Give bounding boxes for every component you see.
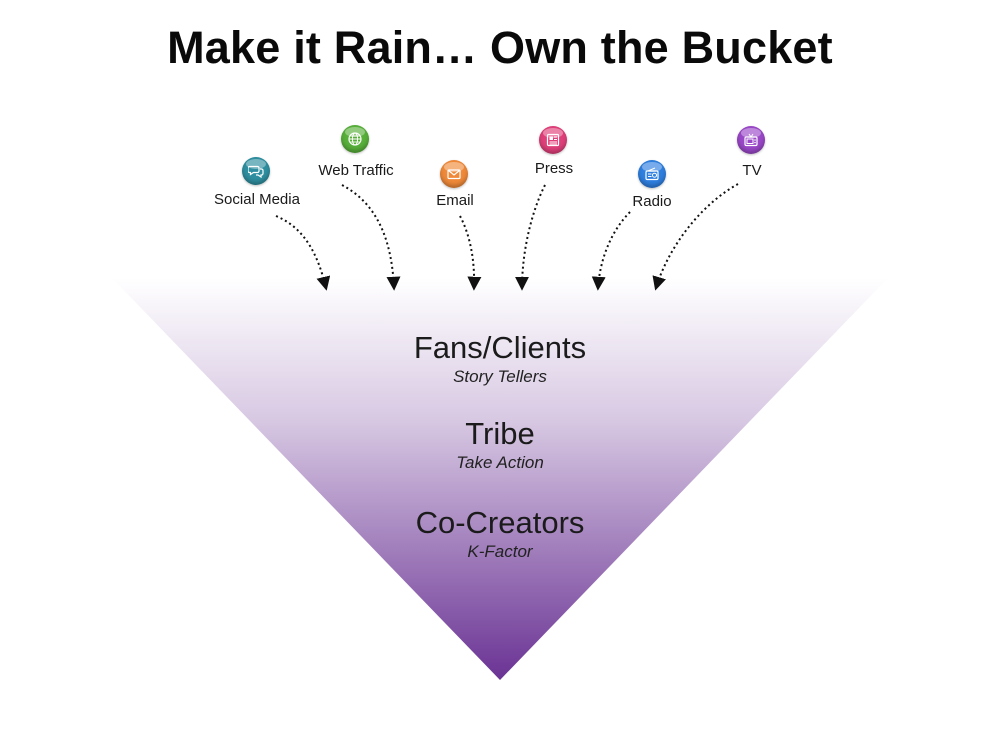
source-label-email: Email: [436, 192, 474, 209]
tier-subtitle-k-factor: K-Factor: [467, 542, 533, 561]
envelope-icon: [440, 160, 468, 188]
funnel-bucket: [112, 278, 888, 680]
tier-subtitle-take-action: Take Action: [456, 453, 544, 472]
source-label-social-media: Social Media: [214, 191, 300, 208]
arrow-email: [459, 215, 482, 291]
radio-icon: [638, 160, 666, 188]
source-label-web-traffic: Web Traffic: [318, 162, 394, 179]
arrow-radio: [591, 211, 631, 291]
tier-subtitle-story-tellers: Story Tellers: [453, 367, 547, 386]
arrow-social-media: [275, 215, 331, 291]
arrow-press: [515, 184, 546, 291]
source-label-radio: Radio: [632, 193, 672, 210]
page-title: Make it Rain… Own the Bucket: [167, 22, 833, 73]
source-label-tv: TV: [742, 162, 762, 179]
arrow-tv: [652, 183, 739, 291]
tier-name-co-creators: Co-Creators: [415, 505, 585, 540]
tv-icon: [737, 126, 765, 154]
newspaper-icon: [539, 126, 567, 154]
tier-name-tribe: Tribe: [465, 416, 535, 451]
chat-bubbles-icon: [242, 157, 270, 185]
tier-name-fans-clients: Fans/Clients: [413, 330, 587, 365]
source-label-press: Press: [534, 160, 574, 177]
arrows: [275, 183, 739, 291]
globe-icon: [341, 125, 369, 153]
arrow-web-traffic: [341, 184, 401, 291]
